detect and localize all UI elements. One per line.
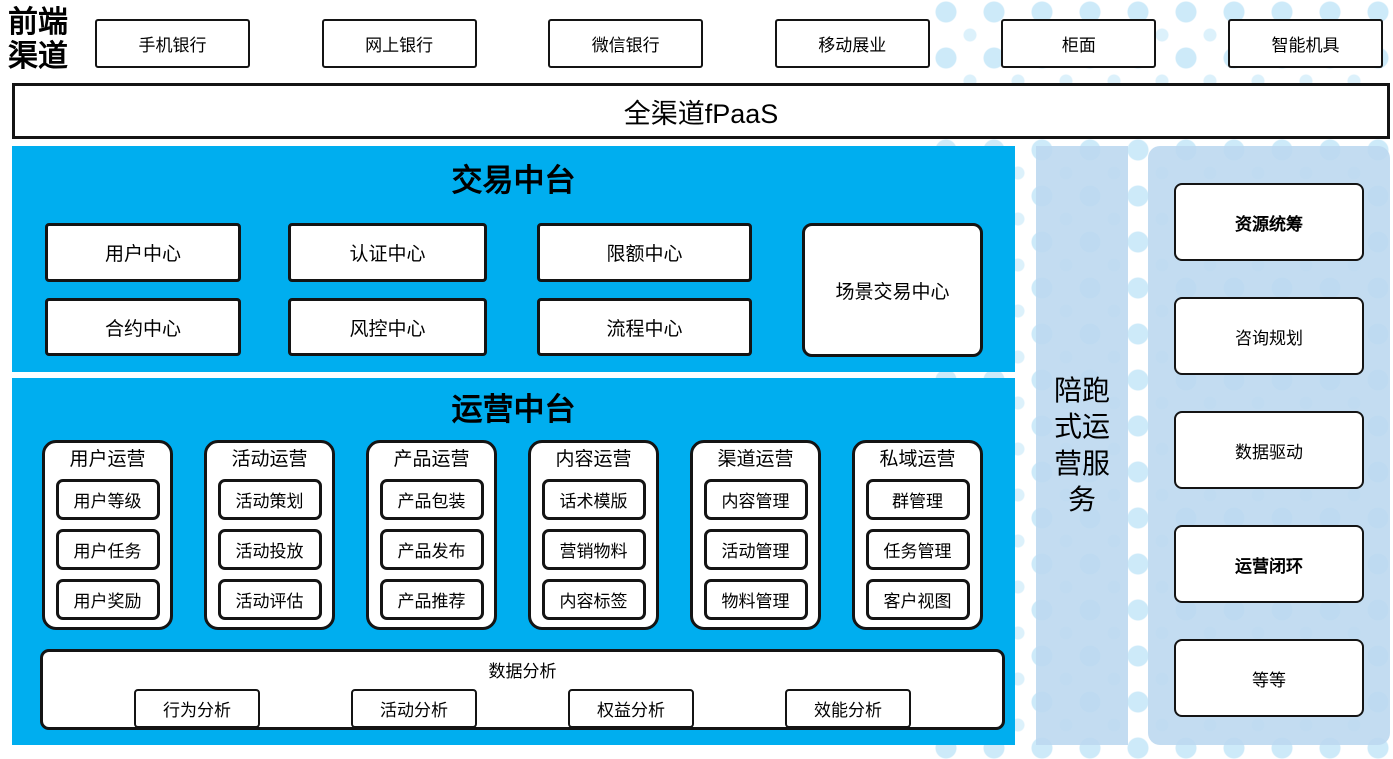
etc-box: 等等 [1174, 639, 1364, 717]
data-analysis-strip: 数据分析 行为分析 活动分析 权益分析 效能分析 [40, 649, 1005, 730]
service-panel: 资源统筹 咨询规划 数据驱动 运营闭环 等等 [1148, 146, 1390, 745]
front-channels-label: 前端渠道 [8, 6, 68, 73]
rights-analysis-box: 权益分析 [568, 689, 694, 728]
transaction-platform-block: 交易中台 用户中心 认证中心 限额中心 合约中心 风控中心 流程中心 场景交易中… [12, 146, 1015, 372]
companion-service-bar: 陪跑式运营服务 [1036, 146, 1128, 745]
column-channel-operation: 渠道运营 内容管理 活动管理 物料管理 [690, 440, 821, 630]
op-item: 群管理 [865, 478, 970, 520]
activity-analysis-box: 活动分析 [351, 689, 477, 728]
op-item: 产品包装 [379, 478, 484, 520]
front-channels-row: 手机银行 网上银行 微信银行 移动展业 柜面 智能机具 [95, 19, 1383, 68]
op-item: 任务管理 [865, 528, 970, 570]
operation-platform-title: 运营中台 [451, 392, 576, 427]
op-item: 产品发布 [379, 528, 484, 570]
operation-closed-loop-box: 运营闭环 [1174, 525, 1364, 603]
column-product-operation: 产品运营 产品包装 产品发布 产品推荐 [366, 440, 497, 630]
column-title: 渠道运营 [717, 449, 794, 470]
risk-center-box: 风控中心 [288, 298, 487, 356]
channel-mobile-banking: 手机银行 [95, 19, 250, 68]
limit-center-box: 限额中心 [537, 223, 752, 282]
op-item: 话术模版 [541, 478, 646, 520]
auth-center-box: 认证中心 [288, 223, 487, 282]
channel-smart-machines: 智能机具 [1227, 19, 1383, 68]
op-item: 产品推荐 [379, 578, 484, 620]
column-activity-operation: 活动运营 活动策划 活动投放 活动评估 [204, 440, 335, 630]
op-item: 活动策划 [217, 478, 322, 520]
scenario-transaction-center-box: 场景交易中心 [802, 223, 983, 357]
data-analysis-title: 数据分析 [488, 662, 557, 681]
data-driven-box: 数据驱动 [1174, 411, 1364, 489]
column-title: 用户运营 [69, 449, 146, 470]
channel-mobile-business: 移动展业 [774, 19, 930, 68]
op-item: 内容管理 [703, 478, 808, 520]
op-item: 客户视图 [865, 578, 970, 620]
op-item: 用户奖励 [55, 578, 160, 620]
channel-online-banking: 网上银行 [321, 19, 477, 68]
op-item: 用户任务 [55, 528, 160, 570]
user-center-box: 用户中心 [45, 223, 241, 282]
column-user-operation: 用户运营 用户等级 用户任务 用户奖励 [42, 440, 173, 630]
companion-service-label: 陪跑式运营服务 [1053, 374, 1110, 515]
op-item: 用户等级 [55, 478, 160, 520]
op-item: 营销物料 [541, 528, 646, 570]
efficiency-analysis-box: 效能分析 [785, 689, 911, 728]
operation-columns: 用户运营 用户等级 用户任务 用户奖励 活动运营 活动策划 活动投放 活动评估 … [42, 440, 983, 630]
process-center-box: 流程中心 [537, 298, 752, 356]
behavior-analysis-box: 行为分析 [134, 689, 260, 728]
fpaas-bar: 全渠道fPaaS [12, 83, 1390, 139]
op-item: 活动评估 [217, 578, 322, 620]
operation-platform-block: 运营中台 用户运营 用户等级 用户任务 用户奖励 活动运营 活动策划 活动投放 … [12, 378, 1015, 745]
contract-center-box: 合约中心 [45, 298, 241, 356]
column-private-domain-operation: 私域运营 群管理 任务管理 客户视图 [852, 440, 983, 630]
column-title: 内容运营 [555, 449, 632, 470]
channel-wechat-banking: 微信银行 [548, 19, 704, 68]
resource-coordination-box: 资源统筹 [1174, 183, 1364, 261]
column-content-operation: 内容运营 话术模版 营销物料 内容标签 [528, 440, 659, 630]
transaction-platform-title: 交易中台 [451, 163, 576, 198]
op-item: 内容标签 [541, 578, 646, 620]
column-title: 活动运营 [231, 449, 308, 470]
channel-counter: 柜面 [1001, 19, 1157, 68]
op-item: 活动管理 [703, 528, 808, 570]
column-title: 私域运营 [879, 449, 956, 470]
op-item: 活动投放 [217, 528, 322, 570]
column-title: 产品运营 [393, 449, 470, 470]
op-item: 物料管理 [703, 578, 808, 620]
consulting-planning-box: 咨询规划 [1174, 297, 1364, 375]
